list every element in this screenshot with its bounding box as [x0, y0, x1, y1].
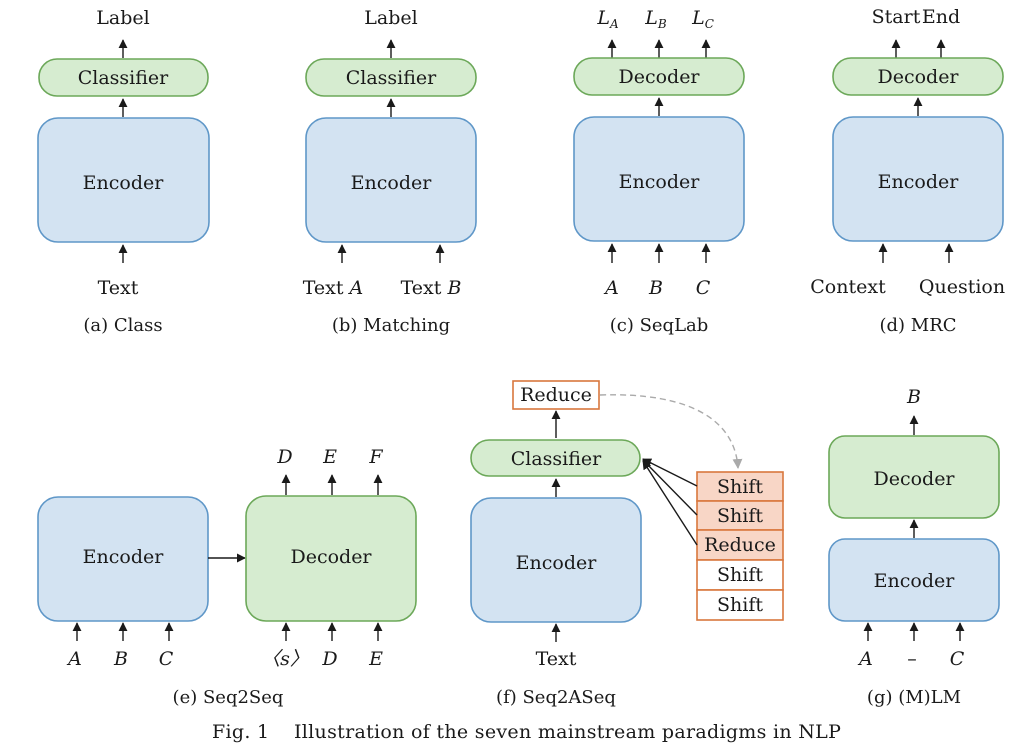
panel-c-encoder-label: Encoder: [619, 171, 701, 193]
panel-a-caption: (a) Class: [83, 315, 162, 336]
panel-g-input-a: A: [857, 648, 873, 670]
panel-c-decoder-label: Decoder: [618, 66, 700, 88]
panel-e-encoder-label: Encoder: [83, 546, 165, 568]
panel-d-output-end: End: [922, 6, 960, 28]
panel-e-output-d: D: [276, 446, 292, 468]
panel-a-output-label: Label: [96, 7, 149, 29]
panel-a-encoder-box: [37, 117, 210, 243]
figure-number: Fig. 1: [212, 721, 269, 743]
panel-g-encoder-label: Encoder: [874, 570, 956, 592]
panel-f-stack-item-label: Shift: [717, 505, 763, 527]
panel-g-mlm: B Decoder Encoder A – C (g) (M)LM: [828, 386, 1000, 708]
panel-e-input-a: A: [66, 648, 82, 670]
panel-f-seq2aseq: Reduce Classifier Encoder Text Shift Shi…: [470, 380, 784, 708]
panel-d-input-question: Question: [919, 276, 1005, 298]
panel-f-stack-item: [696, 589, 784, 621]
panel-c-seqlab: LA LB LC Decoder Encoder A B C (c) SeqLa…: [573, 7, 745, 336]
panel-e-caption: (e) Seq2Seq: [173, 687, 284, 708]
panel-b-caption: (b) Matching: [332, 315, 450, 336]
panel-c-input-b: B: [648, 277, 663, 299]
panel-e-dec-input-e: E: [368, 648, 383, 670]
panel-b-encoder-box: [305, 117, 477, 243]
panel-f-encoder-box: [470, 497, 642, 623]
panel-d-encoder-label: Encoder: [878, 171, 960, 193]
panel-e-decoder-box: [245, 495, 417, 622]
panel-f-action-box: [512, 380, 600, 410]
panel-e-output-f: F: [368, 446, 383, 468]
panel-b-encoder-label: Encoder: [351, 172, 433, 194]
panel-c-output-lc: LC: [691, 7, 714, 31]
panel-b-output-label: Label: [364, 7, 417, 29]
panel-f-action-label: Reduce: [520, 384, 592, 406]
panel-d-mrc: Start End Decoder Encoder Context Questi…: [810, 6, 1005, 336]
panel-f-stack-item-label: Shift: [717, 476, 763, 498]
panel-f-stack-item: [696, 559, 784, 591]
panel-c-decoder-box: [573, 57, 745, 96]
panel-c-input-c: C: [696, 277, 711, 299]
panel-g-decoder-box: [828, 435, 1000, 519]
panel-g-decoder-label: Decoder: [873, 468, 955, 490]
panel-c-input-a: A: [603, 277, 619, 299]
panel-d-encoder-box: [832, 116, 1004, 242]
panel-f-stack-item: [696, 529, 784, 561]
panel-b-input-a: Text A: [303, 277, 364, 299]
panel-f-input-label: Text: [536, 648, 577, 670]
panel-g-input-mask: –: [907, 648, 917, 670]
figure-caption: Illustration of the seven mainstream par…: [294, 721, 841, 743]
panel-a-class: Label Classifier Encoder Text (a) Class: [37, 7, 210, 336]
panel-e-seq2seq: Encoder Decoder D E F A B C 〈s〉 D E (e) …: [37, 446, 417, 708]
panel-b-classifier-label: Classifier: [346, 67, 437, 89]
panel-e-dec-input-d: D: [321, 648, 337, 670]
panel-b-matching: Label Classifier Encoder Text A Text B (…: [303, 7, 477, 336]
panel-e-input-c: C: [159, 648, 174, 670]
panel-d-caption: (d) MRC: [879, 315, 956, 336]
panel-g-encoder-box: [828, 538, 1000, 622]
panel-c-encoder-box: [573, 116, 745, 242]
panel-a-input-label: Text: [98, 277, 139, 299]
panel-f-encoder-label: Encoder: [516, 552, 598, 574]
panel-a-encoder-label: Encoder: [83, 172, 165, 194]
panel-f-stack-item: [696, 500, 784, 531]
panel-f-stack-item-label: Shift: [717, 594, 763, 616]
panel-g-input-c: C: [950, 648, 965, 670]
panel-f-dashed-arrow: [599, 394, 743, 469]
panel-e-output-e: E: [322, 446, 337, 468]
panel-b-classifier-box: [305, 58, 477, 97]
panel-f-classifier-label: Classifier: [511, 448, 602, 470]
panel-g-output-b: B: [906, 386, 921, 408]
panel-e-input-b: B: [113, 648, 128, 670]
panel-f-stack-item-label: Reduce: [704, 534, 776, 556]
panel-d-decoder-label: Decoder: [877, 66, 959, 88]
panel-f-classifier-box: [470, 439, 641, 477]
panel-d-input-context: Context: [810, 276, 886, 298]
panel-f-caption: (f) Seq2ASeq: [496, 687, 616, 708]
panel-e-dec-input-start: 〈s〉: [261, 648, 309, 670]
panel-d-output-start: Start: [872, 6, 921, 28]
panel-c-output-la: LA: [596, 7, 619, 31]
panel-e-decoder-label: Decoder: [290, 546, 372, 568]
panel-g-caption: (g) (M)LM: [867, 687, 961, 708]
panel-c-caption: (c) SeqLab: [610, 315, 709, 336]
panel-c-output-lb: LB: [644, 7, 667, 31]
panel-a-classifier-box: [38, 58, 209, 97]
panel-a-classifier-label: Classifier: [78, 67, 169, 89]
panel-f-stack-item-label: Shift: [717, 564, 763, 586]
panel-e-encoder-box: [37, 496, 209, 622]
panel-b-input-b: Text B: [401, 277, 462, 299]
panel-d-decoder-box: [832, 57, 1004, 96]
